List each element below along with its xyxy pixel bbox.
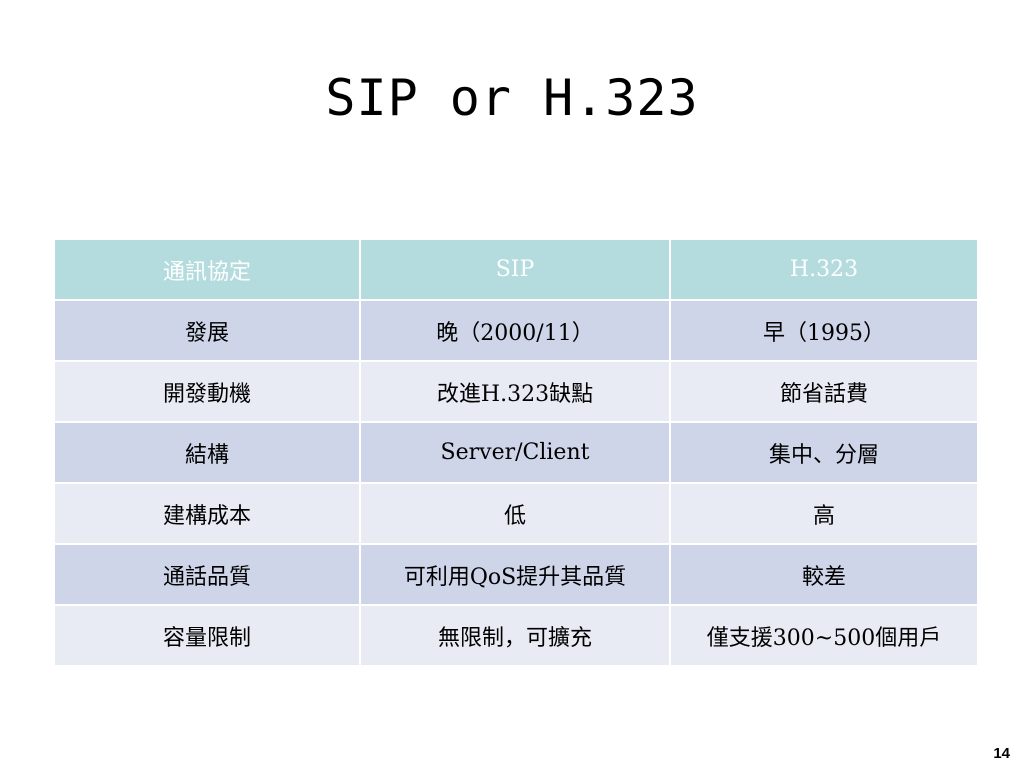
header-h323: H.323: [669, 238, 979, 301]
row-label: 發展: [53, 299, 361, 362]
row-label: 開發動機: [53, 360, 361, 423]
sip-cell: 可利用QoS提升其品質: [359, 543, 671, 606]
h323-cell: 僅支援300~500個用戶: [669, 604, 979, 667]
comparison-table: 通訊協定 SIP H.323 發展 晚（2000/11） 早（1995） 開發動…: [53, 238, 979, 667]
page-number: 14: [993, 745, 1010, 762]
h323-cell: 節省話費: [669, 360, 979, 423]
h323-cell: 高: [669, 482, 979, 545]
sip-cell: 無限制，可擴充: [359, 604, 671, 667]
sip-cell: 低: [359, 482, 671, 545]
row-label: 容量限制: [53, 604, 361, 667]
header-sip: SIP: [359, 238, 671, 301]
table-header-row: 通訊協定 SIP H.323: [53, 238, 979, 301]
row-label: 通話品質: [53, 543, 361, 606]
table-row: 建構成本 低 高: [53, 482, 979, 545]
table-row: 容量限制 無限制，可擴充 僅支援300~500個用戶: [53, 604, 979, 667]
h323-cell: 集中、分層: [669, 421, 979, 484]
sip-cell: 改進H.323缺點: [359, 360, 671, 423]
h323-cell: 早（1995）: [669, 299, 979, 362]
table-row: 結構 Server/Client 集中、分層: [53, 421, 979, 484]
table-row: 開發動機 改進H.323缺點 節省話費: [53, 360, 979, 423]
table-row: 發展 晚（2000/11） 早（1995）: [53, 299, 979, 362]
header-protocol: 通訊協定: [53, 238, 361, 301]
sip-cell: 晚（2000/11）: [359, 299, 671, 362]
table-row: 通話品質 可利用QoS提升其品質 較差: [53, 543, 979, 606]
sip-cell: Server/Client: [359, 421, 671, 484]
row-label: 結構: [53, 421, 361, 484]
slide-title: SIP or H.323: [325, 69, 699, 127]
row-label: 建構成本: [53, 482, 361, 545]
h323-cell: 較差: [669, 543, 979, 606]
